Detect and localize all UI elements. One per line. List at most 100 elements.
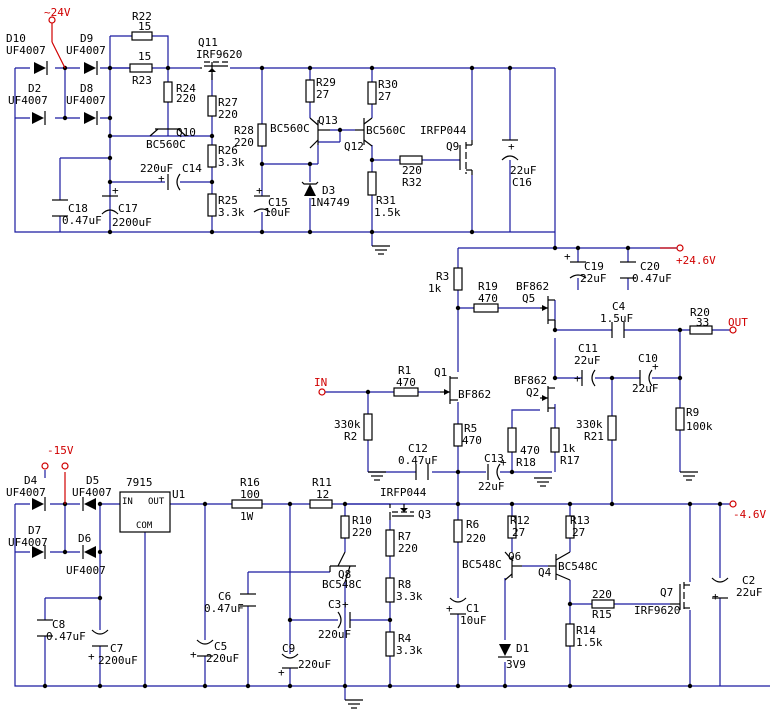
svg-text:R5: R5 bbox=[464, 422, 477, 435]
resistor-r21 bbox=[607, 415, 617, 441]
capacitor-c8 bbox=[37, 619, 53, 637]
svg-text:IN: IN bbox=[122, 497, 133, 507]
d7-ref: D7 bbox=[28, 524, 41, 537]
resistor-r11 bbox=[309, 499, 333, 509]
svg-text:2200uF: 2200uF bbox=[112, 216, 152, 229]
svg-text:27: 27 bbox=[572, 526, 585, 539]
svg-text:Q6: Q6 bbox=[508, 550, 521, 563]
jfet-q5 bbox=[540, 296, 556, 330]
resistor-r6 bbox=[453, 519, 463, 543]
capacitor-c9 bbox=[281, 653, 299, 669]
terminal-minus4-6 bbox=[729, 500, 737, 508]
resistor-r23 bbox=[129, 63, 153, 73]
terminal-in bbox=[318, 388, 326, 396]
svg-text:100: 100 bbox=[240, 488, 260, 501]
d8-ref: D8 bbox=[80, 82, 93, 95]
svg-text:C8: C8 bbox=[52, 618, 65, 631]
resistor-r5 bbox=[453, 423, 463, 447]
svg-text:R21: R21 bbox=[584, 430, 604, 443]
svg-text:220uF: 220uF bbox=[206, 652, 239, 665]
svg-text:27: 27 bbox=[512, 526, 525, 539]
d1-ref: D1 bbox=[516, 642, 529, 655]
diodes: D10 UF4007 D9 UF4007 D2 UF4007 D8 UF4007… bbox=[6, 32, 529, 671]
svg-text:R31: R31 bbox=[376, 194, 396, 207]
terminal-24v bbox=[48, 16, 56, 24]
svg-text:BF862: BF862 bbox=[458, 388, 491, 401]
svg-text:27: 27 bbox=[316, 88, 329, 101]
resistor-r14 bbox=[565, 623, 575, 647]
svg-text:BC560C: BC560C bbox=[146, 138, 186, 151]
svg-text:R26: R26 bbox=[218, 144, 238, 157]
svg-text:IRF9620: IRF9620 bbox=[634, 604, 680, 617]
svg-text:3.3k: 3.3k bbox=[396, 590, 423, 603]
c9-plus: + bbox=[278, 666, 285, 679]
d7-val: UF4007 bbox=[8, 536, 48, 549]
label-minus15: -15V bbox=[47, 444, 74, 457]
resistor-r19 bbox=[473, 303, 499, 313]
svg-text:R14: R14 bbox=[576, 624, 596, 637]
svg-text:R28: R28 bbox=[234, 124, 254, 137]
resistor-r13 bbox=[565, 515, 575, 539]
svg-text:R8: R8 bbox=[398, 578, 411, 591]
resistor-r9 bbox=[675, 407, 685, 431]
svg-text:C13: C13 bbox=[484, 452, 504, 465]
svg-text:3.3k: 3.3k bbox=[218, 156, 245, 169]
jfet-q1 bbox=[440, 376, 458, 404]
svg-text:470: 470 bbox=[520, 444, 540, 457]
d2-val: UF4007 bbox=[8, 94, 48, 107]
resistor-r29 bbox=[305, 79, 315, 103]
label-plus24-6: +24.6V bbox=[676, 254, 716, 267]
label-in: IN bbox=[314, 376, 327, 389]
resistors: R22 15 15 R23 220 R32 R19 470 R20 33 R1 … bbox=[129, 10, 713, 657]
c17-plus: + bbox=[112, 184, 119, 197]
svg-text:220uF: 220uF bbox=[298, 658, 331, 671]
svg-text:BC548C: BC548C bbox=[558, 560, 598, 573]
svg-text:IRFP044: IRFP044 bbox=[420, 124, 467, 137]
svg-text:C11: C11 bbox=[578, 342, 598, 355]
mosfet-q7 bbox=[670, 582, 690, 612]
svg-text:220uF: 220uF bbox=[140, 162, 173, 175]
capacitor-c1 bbox=[449, 597, 467, 615]
svg-text:IRF9620: IRF9620 bbox=[196, 48, 242, 61]
svg-text:Q2: Q2 bbox=[526, 386, 539, 399]
svg-text:22uF: 22uF bbox=[478, 480, 505, 493]
svg-text:Q8: Q8 bbox=[338, 568, 351, 581]
d5-ref: D5 bbox=[86, 474, 99, 487]
svg-text:220: 220 bbox=[218, 108, 238, 121]
capacitor-c7 bbox=[91, 629, 109, 647]
regulator-u1: IN OUT COM 7915 U1 bbox=[119, 476, 185, 533]
ground-icon bbox=[367, 471, 387, 481]
ground-icon bbox=[533, 477, 553, 487]
capacitor-c3 bbox=[337, 611, 351, 629]
svg-text:R12: R12 bbox=[510, 514, 530, 527]
bjt-q4 bbox=[548, 551, 571, 581]
svg-text:1.5k: 1.5k bbox=[576, 636, 603, 649]
d10-ref: D10 bbox=[6, 32, 26, 45]
svg-text:R15: R15 bbox=[592, 608, 612, 621]
svg-text:R16: R16 bbox=[240, 476, 260, 489]
resistor-r16 bbox=[231, 499, 263, 509]
svg-text:R30: R30 bbox=[378, 78, 398, 91]
svg-text:22uF: 22uF bbox=[632, 382, 659, 395]
c13-plus: + bbox=[500, 456, 507, 469]
terminal-out bbox=[729, 326, 737, 334]
ground-icon bbox=[344, 699, 364, 709]
terminal-plus24-6 bbox=[676, 244, 684, 252]
svg-text:220: 220 bbox=[234, 136, 254, 149]
mosfet-q3 bbox=[389, 504, 414, 520]
svg-text:BC548C: BC548C bbox=[322, 578, 362, 591]
capacitor-c14 bbox=[167, 173, 181, 191]
svg-text:BF862: BF862 bbox=[516, 280, 549, 293]
terminal-minus15 bbox=[41, 462, 49, 470]
svg-text:330k: 330k bbox=[334, 418, 361, 431]
bjt-q12 bbox=[355, 117, 373, 147]
svg-text:OUT: OUT bbox=[148, 497, 165, 507]
resistor-r4 bbox=[385, 631, 395, 657]
svg-text:R10: R10 bbox=[352, 514, 372, 527]
capacitors: C18 0.47uF + C17 2200uF + 220uF C14 + C1… bbox=[37, 139, 763, 679]
svg-text:1k: 1k bbox=[428, 282, 442, 295]
c15-plus: + bbox=[256, 184, 263, 197]
bjt-q6 bbox=[504, 551, 522, 581]
svg-text:Q3: Q3 bbox=[418, 508, 431, 521]
bjt-q8 bbox=[329, 551, 356, 583]
